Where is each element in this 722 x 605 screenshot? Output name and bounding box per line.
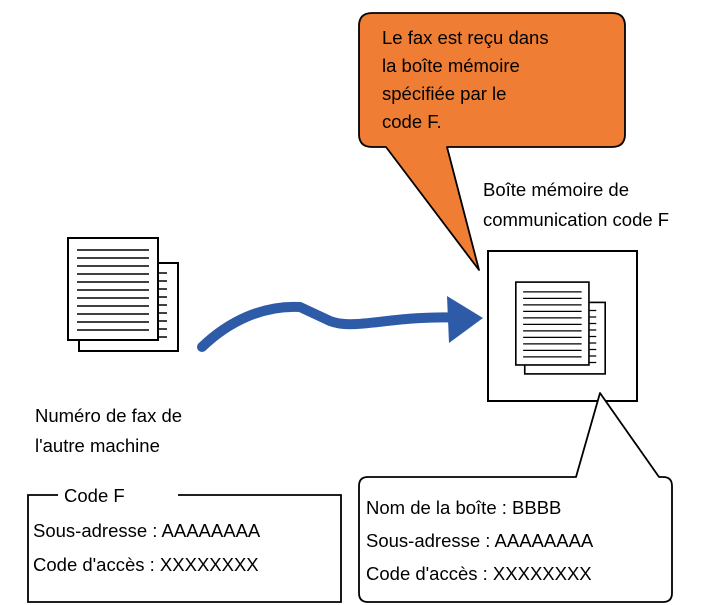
callout-bubble	[358, 12, 626, 271]
callout-line-1: Le fax est reçu dans	[382, 27, 549, 48]
callout-line-3: spécifiée par le	[382, 83, 506, 104]
sender-label-line-2: l'autre machine	[35, 435, 160, 456]
document-stack-icon	[67, 237, 179, 352]
mailbox-info-line-3: Code d'accès : XXXXXXXX	[366, 563, 592, 584]
mailbox-info-bubble	[358, 392, 673, 603]
callout-line-4: code F.	[382, 111, 442, 132]
sender-label-line-1: Numéro de fax de	[35, 405, 182, 426]
mailbox-info-line-2: Sous-adresse : AAAAAAAA	[366, 530, 594, 551]
callout-line-2: la boîte mémoire	[382, 55, 520, 76]
mailbox-label-line-1: Boîte mémoire de	[483, 179, 629, 200]
mailbox-label-line-2: communication code F	[483, 209, 669, 230]
code-f-title: Code F	[64, 485, 125, 506]
code-f-line-1: Sous-adresse : AAAAAAAA	[33, 520, 261, 541]
code-f-line-2: Code d'accès : XXXXXXXX	[33, 554, 259, 575]
code-f-box	[27, 494, 342, 603]
arrow-head	[447, 296, 483, 343]
mailbox-info-line-1: Nom de la boîte : BBBB	[366, 497, 561, 518]
transmission-arrow-icon	[197, 301, 471, 352]
